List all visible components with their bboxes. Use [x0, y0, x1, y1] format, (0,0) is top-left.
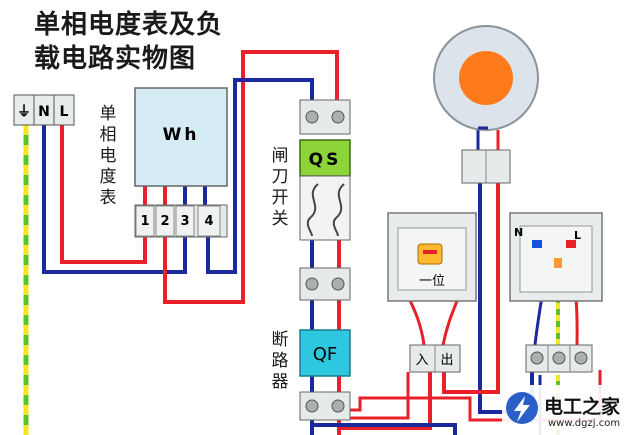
switch-label: 一位: [419, 274, 445, 289]
energy-meter: Wh 1 2 3 4: [134, 87, 228, 238]
source-terminal-n: N: [38, 104, 50, 120]
knife-switch-side-label: 闸刀开关: [271, 146, 289, 229]
terminal-block-mid: [299, 267, 351, 301]
source-terminal-earth: ⏚: [17, 104, 31, 120]
watermark-text: 电工之家: [544, 396, 621, 418]
meter-terminal-1: 1: [140, 214, 149, 229]
breaker-label: QF: [313, 344, 338, 365]
knife-switch-label: QS: [309, 150, 342, 170]
switch-terminal-out: 出: [440, 353, 453, 368]
terminal-block-bottom: [299, 391, 351, 421]
source-terminal-block: ⏚ N L: [13, 94, 75, 126]
socket-label-n: N: [514, 226, 523, 239]
breaker: QF: [299, 329, 351, 377]
watermark-url: www.dgzj.com: [548, 418, 621, 429]
lamp: [433, 25, 539, 184]
title-line-1: 单相电度表及负: [34, 10, 224, 40]
socket-label-l: L: [574, 229, 581, 242]
wire-meter-neutral-out: [206, 78, 314, 274]
meter-label: Wh: [163, 125, 200, 145]
source-terminal-l: L: [60, 104, 69, 120]
meter-terminal-4: 4: [204, 214, 213, 229]
knife-switch: QS: [299, 99, 351, 241]
switch-terminal-in: 入: [415, 353, 428, 368]
lightning-icon: [514, 396, 530, 422]
socket: N L: [509, 212, 603, 302]
wire-source-neutral: [42, 125, 187, 274]
wire-lamp-live: [442, 183, 500, 394]
switch-terminal-block: 入 出: [409, 344, 461, 373]
watermark-logo: [502, 385, 640, 435]
meter-side-label: 单相电度表: [99, 104, 117, 208]
socket-terminal-block: [525, 344, 593, 373]
meter-terminal-2: 2: [160, 214, 169, 229]
meter-terminal-3: 3: [180, 214, 189, 229]
wall-switch: 一位: [387, 212, 477, 302]
breaker-side-label: 断路器: [271, 330, 289, 392]
wire-meter-live-out: [163, 50, 339, 304]
wire-source-live: [60, 125, 147, 264]
title-line-2: 载电路实物图: [34, 44, 197, 74]
